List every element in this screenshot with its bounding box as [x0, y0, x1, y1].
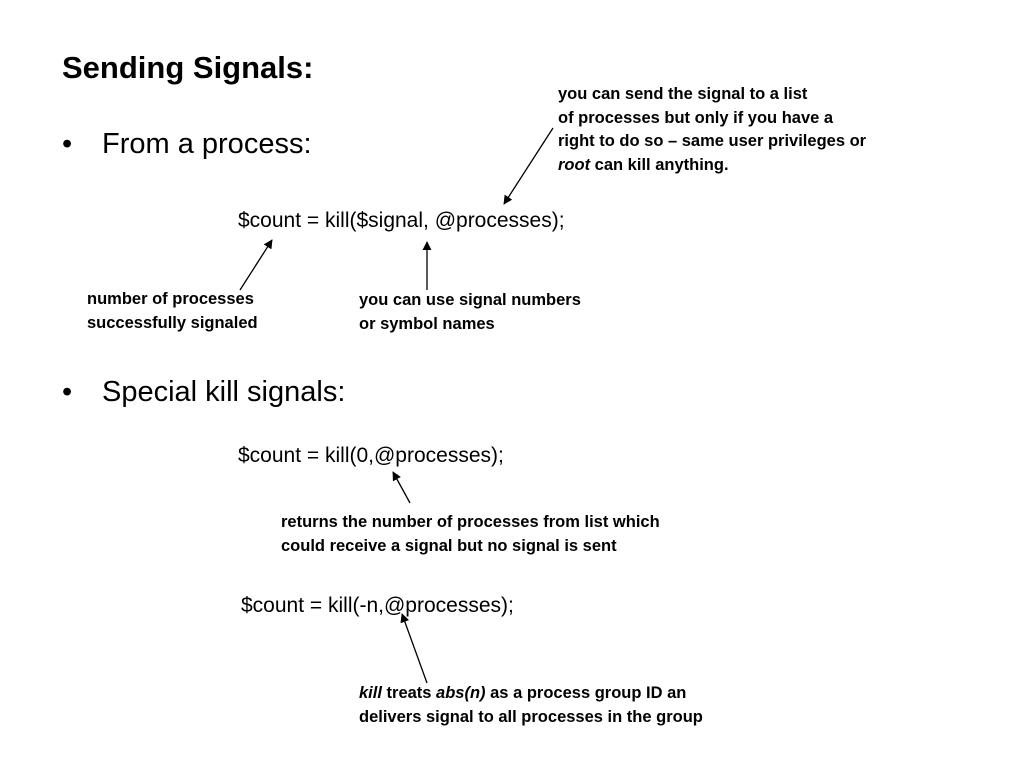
- arrow-to-count: [239, 239, 273, 291]
- note-line: of processes but only if you have a: [558, 108, 834, 127]
- note-line: delivers signal to all processes in the …: [359, 707, 703, 726]
- code-kill-zero: $count = kill(0,@processes);: [238, 444, 504, 467]
- note-text: as a process group ID an: [485, 684, 687, 702]
- arrow-to-zero: [392, 471, 411, 504]
- note-line: number of processes: [87, 290, 254, 308]
- bullet-text: Special kill signals:: [102, 376, 346, 408]
- note-emphasis: abs(n): [436, 684, 486, 702]
- bullet-marker: •: [62, 128, 73, 160]
- bullet-text: From a process:: [102, 128, 312, 160]
- note-zero-signal: returns the number of processes from lis…: [281, 511, 660, 558]
- note-line: right to do so – same user privileges or: [558, 132, 867, 150]
- note-line: could receive a signal but no signal is …: [281, 536, 617, 555]
- note-line: you can send the signal to a list: [558, 85, 808, 103]
- bullet-marker: •: [62, 376, 73, 408]
- note-line: you can use signal numbers: [359, 291, 581, 309]
- note-line: root can kill anything.: [558, 154, 866, 178]
- note-emphasis: root: [558, 155, 591, 174]
- slide-title: Sending Signals:: [62, 50, 314, 85]
- note-process-group: kill treats abs(n) as a process group ID…: [359, 682, 703, 729]
- note-text: can kill anything.: [590, 155, 729, 174]
- note-process-list: you can send the signal to a list of pro…: [558, 83, 866, 177]
- arrow-to-processes: [503, 127, 554, 205]
- code-kill-negative: $count = kill(-n,@processes);: [241, 594, 514, 617]
- arrow-to-negative-n: [400, 613, 428, 684]
- note-text: treats: [381, 684, 437, 702]
- note-line: or symbol names: [359, 314, 495, 333]
- note-emphasis: kill: [359, 684, 382, 702]
- note-signal-types: you can use signal numbers or symbol nam…: [359, 289, 581, 336]
- code-kill-signal: $count = kill($signal, @processes);: [238, 209, 565, 232]
- note-line: kill treats abs(n) as a process group ID…: [359, 682, 703, 706]
- note-line: returns the number of processes from lis…: [281, 513, 660, 531]
- note-line: successfully signaled: [87, 313, 258, 332]
- note-count: number of processes successfully signale…: [87, 288, 258, 335]
